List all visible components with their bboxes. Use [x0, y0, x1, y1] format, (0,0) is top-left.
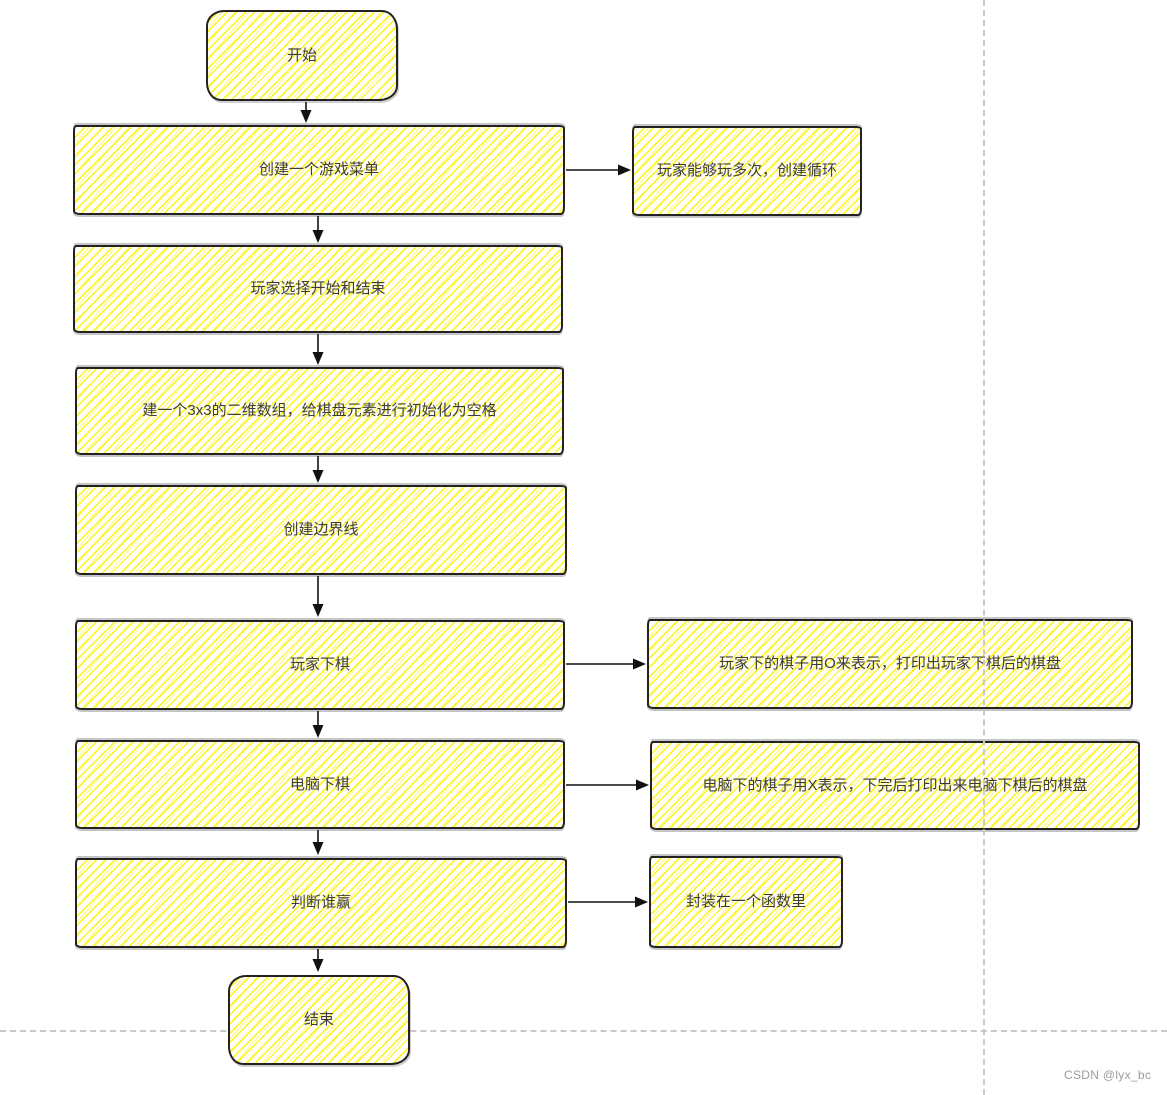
flow-note-loop: 玩家能够玩多次，创建循环 [632, 126, 862, 216]
flow-node-init-array: 建一个3x3的二维数组，给棋盘元素进行初始化为空格 [75, 367, 564, 455]
node-label: 判断谁赢 [290, 894, 351, 912]
node-label: 创建一个游戏菜单 [258, 161, 379, 179]
flow-node-choose-start-end: 玩家选择开始和结束 [73, 245, 563, 333]
flow-node-player-move: 玩家下棋 [75, 620, 565, 710]
page-guide-vertical [983, 0, 985, 1095]
node-label: 电脑下棋 [289, 775, 350, 793]
flow-node-end: 结束 [228, 975, 410, 1065]
flow-node-computer-move: 电脑下棋 [75, 740, 565, 829]
node-label: 结束 [303, 1011, 334, 1029]
flow-node-create-border: 创建边界线 [75, 485, 567, 575]
flow-note-function: 封装在一个函数里 [649, 856, 843, 948]
node-label: 开始 [286, 46, 317, 64]
flow-node-judge-winner: 判断谁赢 [75, 858, 567, 948]
node-label: 建一个3x3的二维数组，给棋盘元素进行初始化为空格 [142, 402, 497, 420]
node-label: 玩家选择开始和结束 [250, 280, 386, 298]
flow-node-start: 开始 [206, 10, 398, 101]
page-guide-horizontal [0, 1030, 1167, 1032]
flow-node-create-menu: 创建一个游戏菜单 [73, 125, 565, 215]
node-label: 创建边界线 [283, 521, 359, 539]
node-label: 封装在一个函数里 [685, 893, 806, 911]
flow-note-computer-piece: 电脑下的棋子用X表示，下完后打印出来电脑下棋后的棋盘 [650, 741, 1140, 830]
watermark: CSDN @lyx_bc [1064, 1068, 1152, 1082]
node-label: 玩家能够玩多次，创建循环 [656, 162, 837, 180]
flow-note-player-piece: 玩家下的棋子用O来表示，打印出玩家下棋后的棋盘 [647, 619, 1133, 709]
node-label: 玩家下棋 [289, 656, 350, 674]
node-label: 电脑下的棋子用X表示，下完后打印出来电脑下棋后的棋盘 [702, 776, 1088, 794]
node-label: 玩家下的棋子用O来表示，打印出玩家下棋后的棋盘 [719, 655, 1061, 673]
